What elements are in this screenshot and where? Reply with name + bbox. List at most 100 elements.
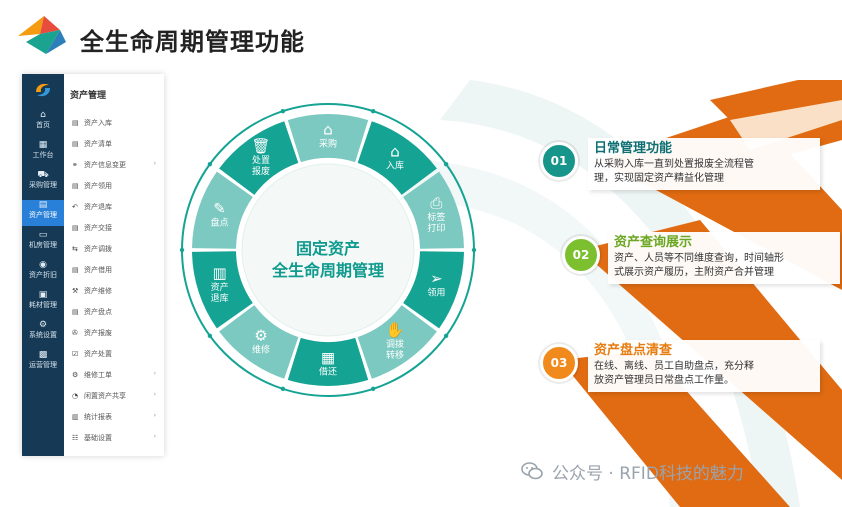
wheel-label-text: 退库 — [210, 294, 229, 305]
wheel-label-text: 采购 — [318, 139, 338, 150]
wheel-label-text: 入库 — [385, 161, 405, 172]
chevron-right-icon: › — [153, 412, 156, 419]
wheel-segment-count[interactable] — [192, 171, 253, 249]
wheel-segment-receive[interactable] — [403, 251, 464, 329]
ring-arrow-tick — [370, 108, 376, 114]
feature-box-02: 资产查询展示 资产、人员等不同维度查询，时间轴形 式展示资产履历，主附资产合并管… — [608, 232, 840, 284]
ring-arrow-tick — [443, 161, 449, 167]
feature-desc-line2: 理，实现固定资产精益化管理 — [594, 173, 724, 184]
wheel-label-text: 调拨 — [385, 340, 404, 351]
feature-badge-02: 02 — [562, 236, 600, 274]
wheel-segment-purchase[interactable] — [287, 114, 369, 163]
wheel-label-text: 打印 — [427, 223, 446, 234]
gears-icon: ⚙ — [254, 326, 268, 345]
chevron-right-icon: › — [153, 160, 156, 167]
app-submenu: 资产管理 ▤资产入库 ▤资产清单 ⚭资产信息变更› ▤资产领用 ↶资产退库 ▤资… — [64, 74, 164, 456]
wheel-segment-repair[interactable] — [219, 305, 299, 379]
app-nav-rail: ⌂首页 ▦工作台 ⛟采购管理 ▤资产管理 ▭机房管理 ◉资产折旧 ▣耗材管理 ⚙… — [22, 74, 64, 456]
refresh-icon: ◉ — [39, 260, 47, 270]
wheel-label-text: 处置 — [251, 155, 270, 166]
rail-item-settings[interactable]: ⚙系统设置 — [22, 320, 64, 346]
wechat-icon — [521, 462, 543, 480]
menu-item-return[interactable]: ↶资产退库 — [72, 203, 112, 211]
submenu-heading: 资产管理 — [70, 91, 107, 101]
rail-item-consumables[interactable]: ▣耗材管理 — [22, 290, 64, 316]
watermark-text: 公众号 · RFID科技的魅力 — [552, 463, 744, 484]
menu-item-idle-share[interactable]: ◔闲置资产共享› — [72, 391, 156, 400]
wheel-segment-label-print[interactable] — [403, 171, 464, 249]
wheel-segment-stock-in[interactable] — [357, 121, 437, 195]
wheel-label-scrap: 🗑处置报废 — [251, 136, 271, 178]
report-icon: ▥ — [72, 413, 79, 421]
box-icon: ▣ — [38, 290, 48, 300]
app-logo-icon — [36, 83, 50, 97]
building-icon: ▥ — [212, 264, 227, 283]
chevron-right-icon: › — [153, 370, 156, 377]
hand-card-icon: ✋ — [385, 321, 405, 340]
wheel-label-stock-in: ⌂入库 — [386, 143, 404, 172]
rail-item-server-room[interactable]: ▭机房管理 — [22, 230, 64, 256]
menu-item-inventory[interactable]: ▤资产盘点 — [72, 308, 112, 316]
center-title-line2: 全生命周期管理 — [271, 261, 384, 280]
wechat-watermark: 公众号 · RFID科技的魅力 — [520, 458, 744, 484]
rail-item-purchase[interactable]: ⛟采购管理 — [22, 170, 64, 196]
menu-item-stock-in[interactable]: ▤资产入库 — [72, 119, 112, 127]
feature-title: 资产盘点清查 — [594, 343, 673, 358]
center-title-line1: 固定资产 — [295, 239, 360, 258]
menu-item-dispose[interactable]: ☑资产处置 — [72, 350, 112, 358]
lifecycle-wheel — [179, 103, 477, 397]
wheel-center-disc — [241, 163, 415, 337]
ring-arrow-tick — [179, 247, 185, 253]
wheel-segment-scrap[interactable] — [219, 121, 299, 195]
wheel-segment-transfer[interactable] — [357, 305, 437, 379]
wheel-label-text: 维修 — [251, 345, 270, 356]
chevron-right-icon: › — [153, 433, 156, 440]
feature-desc-line2: 式展示资产履历，主附资产合并管理 — [614, 267, 774, 278]
rail-item-operations[interactable]: ▩运营管理 — [22, 350, 64, 376]
rail-item-workbench[interactable]: ▦工作台 — [22, 140, 64, 166]
lend-icon: ▤ — [72, 266, 79, 274]
wheel-label-text: 报废 — [251, 166, 270, 177]
printer-icon: ⎙ — [430, 193, 443, 212]
rail-item-depreciation[interactable]: ◉资产折旧 — [22, 260, 64, 286]
menu-item-repair[interactable]: ⚒资产维修 — [72, 287, 112, 295]
feature-title: 日常管理功能 — [594, 141, 673, 156]
rail-item-home[interactable]: ⌂首页 — [22, 110, 64, 136]
paper-plane-icon: ➢ — [430, 269, 443, 288]
menu-item-lend[interactable]: ▤资产借用 — [72, 266, 112, 274]
menu-item-reports[interactable]: ▥统计报表› — [72, 412, 156, 421]
wheel-segment-return[interactable] — [287, 337, 369, 386]
share-icon: ◔ — [72, 392, 79, 400]
feature-badge-03: 03 — [540, 344, 578, 382]
wheel-label-return: ▦借还 — [319, 348, 337, 379]
menu-item-work-order[interactable]: ⚙维修工单› — [72, 370, 156, 379]
menu-item-receive[interactable]: ▤资产领用 — [72, 182, 112, 190]
ops-icon: ▩ — [38, 350, 48, 360]
wheel-label-receive: ➢领用 — [427, 269, 446, 300]
calculator-icon: ▦ — [320, 348, 336, 367]
chevron-right-icon: › — [153, 391, 156, 398]
menu-item-info-change[interactable]: ⚭资产信息变更› — [72, 160, 156, 169]
menu-item-scrap[interactable]: ✇资产报废 — [72, 329, 112, 337]
scrap-icon: ✇ — [72, 329, 78, 337]
menu-item-transfer[interactable]: ⇆资产调拨 — [72, 245, 112, 253]
menu-item-handover[interactable]: ▤资产交接 — [72, 224, 112, 232]
grid-icon: ▦ — [38, 140, 48, 150]
wheel-label-text: 领用 — [427, 288, 446, 299]
rail-item-asset[interactable]: ▤资产管理 — [22, 200, 64, 226]
wheel-segment-retire[interactable] — [192, 251, 253, 329]
list-icon: ▤ — [72, 140, 79, 148]
return-icon: ↶ — [72, 203, 78, 211]
trash-icon: 🗑 — [251, 136, 271, 155]
wheel-center-title: 固定资产 全生命周期管理 — [243, 238, 413, 282]
menu-item-base-settings[interactable]: ☷基础设置› — [72, 433, 156, 442]
transfer-icon: ⇆ — [72, 245, 78, 253]
home-icon: ⌂ — [40, 110, 46, 120]
feature-box-01: 日常管理功能 从采购入库一直到处置报废全流程管 理，实现固定资产精益化管理 — [588, 138, 820, 190]
dispose-icon: ☑ — [72, 350, 79, 358]
app-panel: ⌂首页 ▦工作台 ⛟采购管理 ▤资产管理 ▭机房管理 ◉资产折旧 ▣耗材管理 ⚙… — [22, 74, 164, 456]
menu-item-asset-list[interactable]: ▤资产清单 — [72, 140, 112, 148]
feature-desc-line1: 资产、人员等不同维度查询，时间轴形 — [614, 253, 784, 264]
cart-icon: ⛟ — [37, 170, 49, 180]
doc-icon: ▤ — [72, 119, 79, 127]
